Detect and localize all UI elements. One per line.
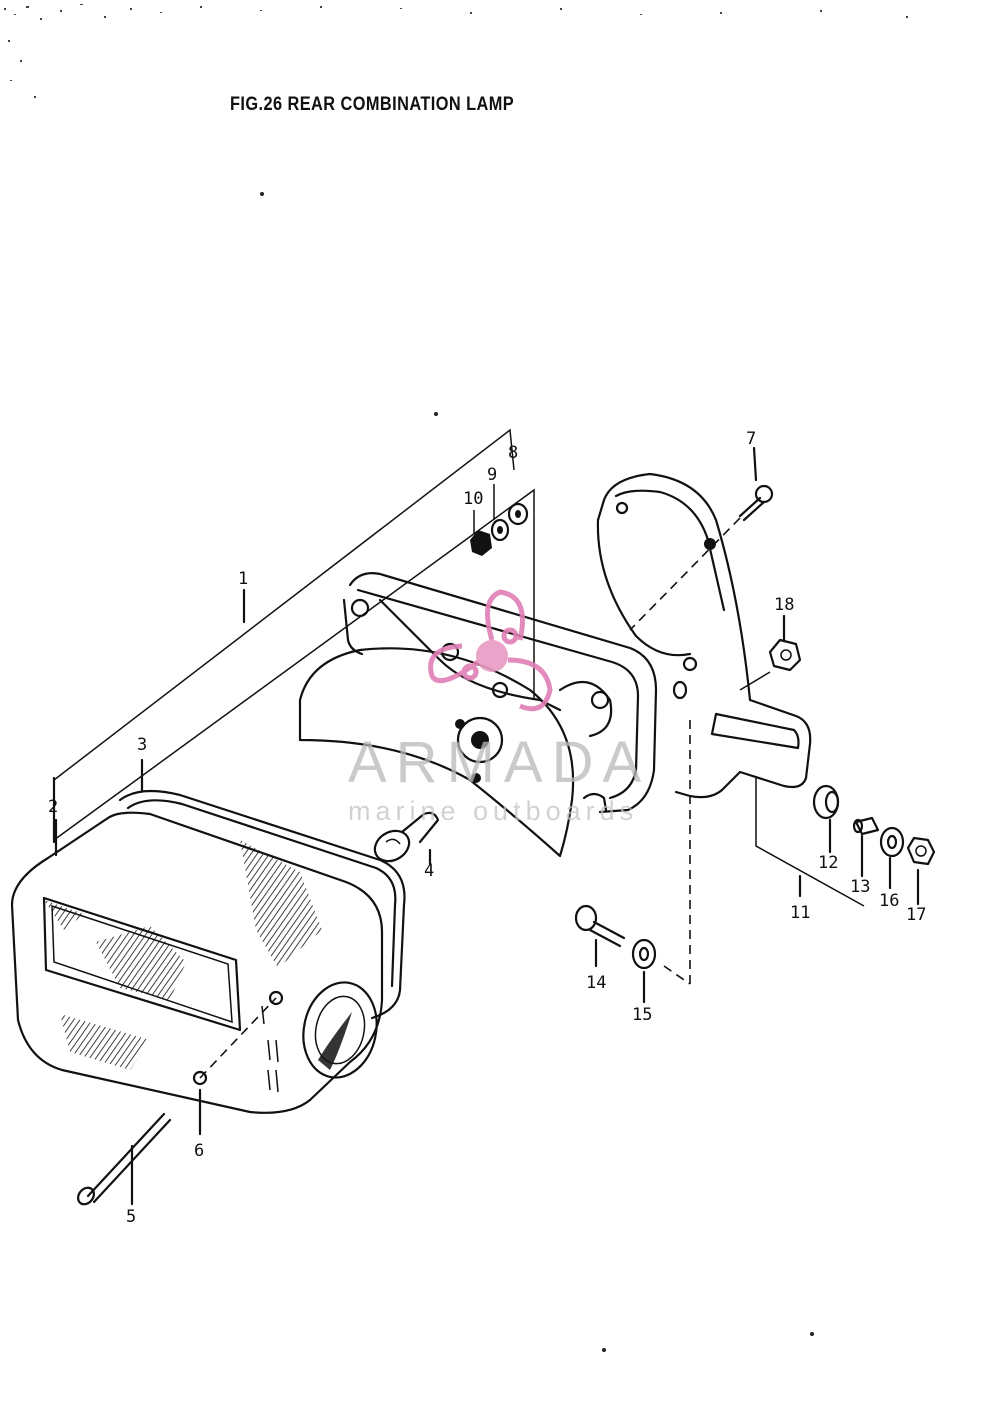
callout-6: 6 bbox=[194, 1141, 204, 1161]
callout-8: 8 bbox=[508, 443, 518, 463]
screw-5 bbox=[77, 1112, 172, 1206]
screw-7 bbox=[629, 484, 774, 631]
callout-5: 5 bbox=[126, 1207, 136, 1227]
callout-3: 3 bbox=[137, 735, 147, 755]
callout-13: 13 bbox=[850, 877, 870, 897]
callout-10: 10 bbox=[463, 489, 483, 509]
nut-10 bbox=[470, 530, 492, 556]
callout-14: 14 bbox=[586, 973, 606, 993]
bolt-14 bbox=[574, 904, 626, 948]
callout-17: 17 bbox=[906, 905, 926, 925]
washer-8 bbox=[507, 502, 529, 526]
leader-lines bbox=[52, 428, 920, 1206]
watermark: ARMADA marine outboards bbox=[348, 589, 650, 826]
nut-18 bbox=[768, 638, 802, 672]
nut-17 bbox=[906, 836, 936, 866]
callout-7: 7 bbox=[746, 429, 756, 449]
callout-labels: 1 2 3 4 5 6 7 8 9 10 11 12 13 14 15 16 1… bbox=[48, 429, 926, 1227]
callout-16: 16 bbox=[879, 891, 899, 911]
callout-18: 18 bbox=[774, 595, 794, 615]
callout-2: 2 bbox=[48, 797, 58, 817]
watermark-brand: ARMADA bbox=[348, 730, 650, 795]
callout-11: 11 bbox=[790, 903, 810, 923]
watermark-tagline: marine outboards bbox=[348, 796, 638, 826]
callout-9: 9 bbox=[487, 465, 497, 485]
spacer-13 bbox=[852, 816, 880, 836]
scan-dots bbox=[260, 192, 814, 1352]
watermark-logo bbox=[428, 589, 553, 712]
scan-noise bbox=[4, 4, 908, 98]
mounting-bracket bbox=[596, 472, 812, 799]
bulb-4 bbox=[373, 811, 440, 863]
callout-15: 15 bbox=[632, 1005, 652, 1025]
washer-15 bbox=[631, 938, 657, 970]
callout-4: 4 bbox=[424, 861, 434, 881]
figure-title: FIG.26 REAR COMBINATION LAMP bbox=[230, 94, 515, 115]
lamp-housing-2 bbox=[10, 789, 406, 1114]
collar-12 bbox=[812, 784, 840, 820]
callout-12: 12 bbox=[818, 853, 838, 873]
lamp-base-1 bbox=[298, 572, 658, 858]
callout-1: 1 bbox=[238, 569, 248, 589]
washer-9 bbox=[490, 518, 510, 542]
washer-16 bbox=[879, 826, 905, 858]
